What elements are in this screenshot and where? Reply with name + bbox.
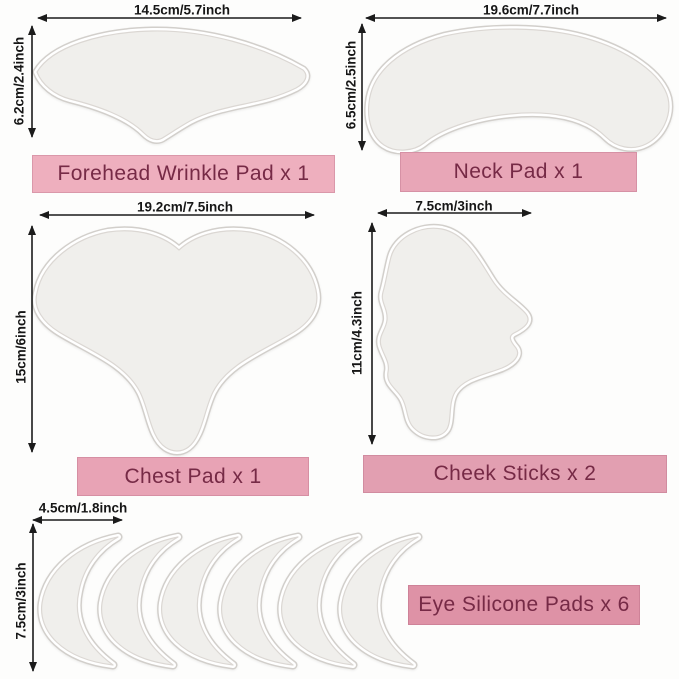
eye-pad-shape [342, 537, 418, 665]
forehead-width-label: 14.5cm/5.7inch [133, 2, 231, 18]
forehead-height-label: 6.2cm/2.4inch [11, 36, 27, 126]
chest-pad-shape [36, 231, 317, 451]
neck-width-label: 19.6cm/7.7inch [482, 2, 580, 18]
neck-pad-banner: Neck Pad x 1 [400, 152, 637, 192]
forehead-pad-banner: Forehead Wrinkle Pad x 1 [32, 155, 335, 193]
neck-pad-shape [369, 29, 669, 150]
chest-pad-banner: Chest Pad x 1 [77, 457, 309, 496]
eye-pads-group [42, 537, 418, 665]
cheek-stick-shape [380, 228, 528, 436]
cheek-sticks-banner: Cheek Sticks x 2 [363, 455, 667, 493]
eye-pads-banner: Eye Silicone Pads x 6 [408, 585, 640, 625]
neck-height-label: 6.5cm/2.5inch [343, 40, 359, 130]
chest-height-label: 15cm/6inch [13, 310, 29, 384]
forehead-pad-shape [37, 31, 306, 140]
cheek-width-label: 7.5cm/3inch [415, 198, 493, 214]
eye-height-label: 7.5cm/3inch [13, 562, 29, 640]
dimension-arrows [28, 14, 667, 672]
eye-width-label: 4.5cm/1.8inch [38, 500, 128, 516]
chest-width-label: 19.2cm/7.5inch [136, 199, 234, 215]
cheek-height-label: 11cm/4.3inch [349, 290, 365, 376]
